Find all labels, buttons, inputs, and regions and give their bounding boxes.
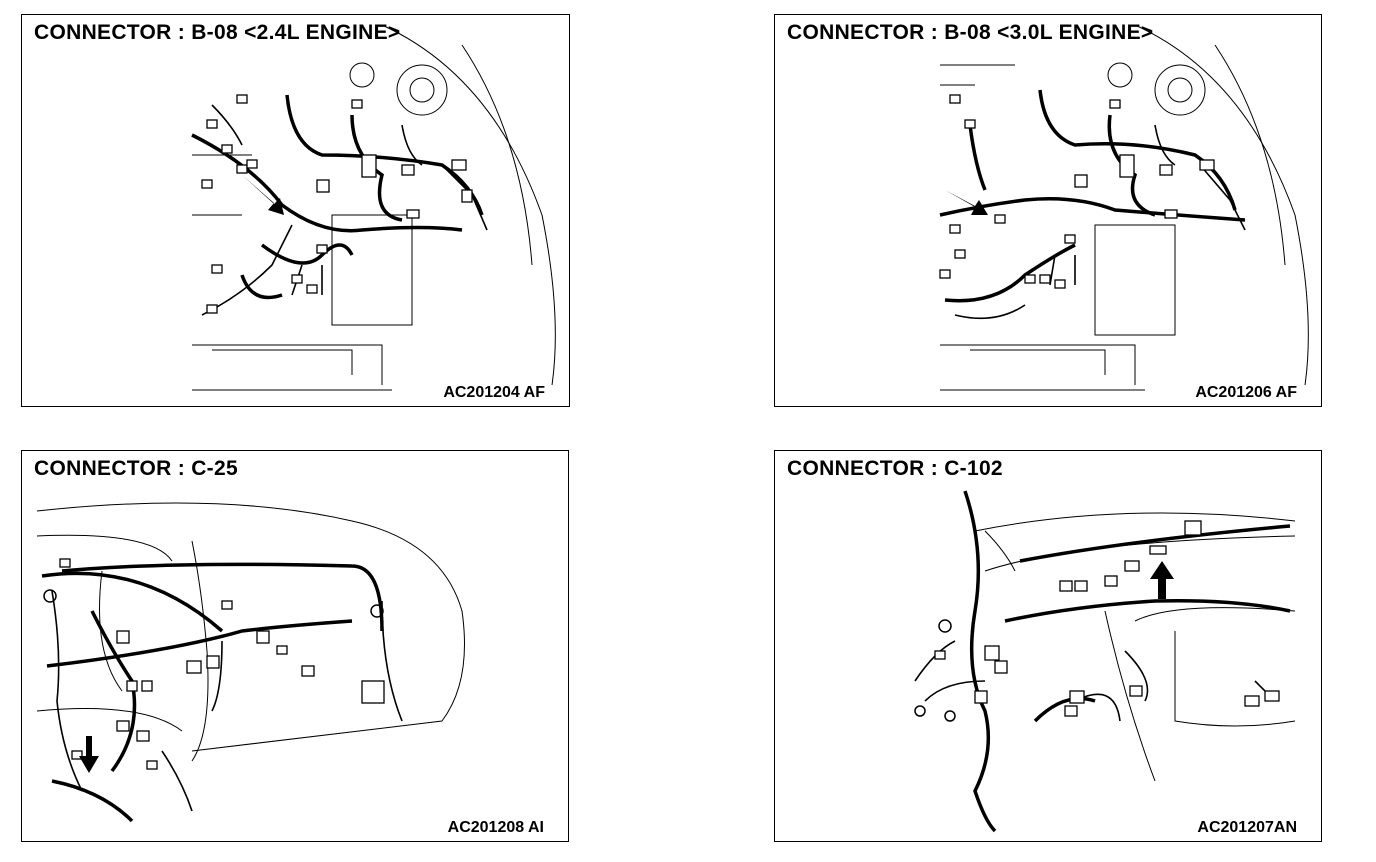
dashboard-wiring-illustration [914, 490, 1296, 833]
panel-title: CONNECTOR : C-102 [787, 457, 1003, 480]
figure-code: AC201206 AF [1195, 384, 1297, 401]
panel-title: CONNECTOR : B-08 <3.0L ENGINE> [787, 21, 1154, 44]
figure-code: AC201208 AI [447, 819, 544, 836]
connector-panel-c25: CONNECTOR : C-25 AC201208 AI [21, 450, 569, 842]
panel-title: CONNECTOR : C-25 [34, 457, 238, 480]
engine-bay-wiring-illustration [191, 24, 556, 391]
connector-panel-c102: CONNECTOR : C-102 AC201207AN [774, 450, 1322, 842]
engine-bay-wiring-illustration [939, 24, 1309, 391]
location-arrow-icon [79, 736, 99, 773]
location-arrow-icon [1150, 561, 1174, 599]
figure-code: AC201207AN [1197, 819, 1297, 836]
connector-panel-b08-3-0l: CONNECTOR : B-08 <3.0L ENGINE> AC201206 … [774, 14, 1322, 407]
location-arrow-icon [242, 175, 284, 215]
location-arrow-icon [945, 190, 988, 215]
figure-code: AC201204 AF [443, 384, 545, 401]
panel-title: CONNECTOR : B-08 <2.4L ENGINE> [34, 21, 401, 44]
connector-panel-b08-2-4l: CONNECTOR : B-08 <2.4L ENGINE> AC201204 … [21, 14, 570, 407]
dashboard-wiring-illustration [36, 502, 465, 823]
